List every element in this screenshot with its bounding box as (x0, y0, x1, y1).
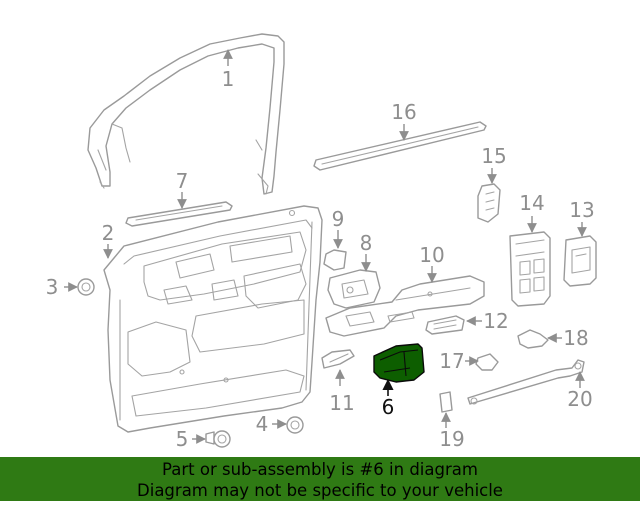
part-19-clip (439, 391, 453, 413)
footer-banner: Part or sub-assembly is #6 in diagram Di… (0, 457, 640, 501)
parts-diagram: 1 2 3 4 5 6 7 8 9 10 11 12 13 14 15 16 1… (46, 33, 597, 451)
callout-2: 2 (102, 221, 115, 245)
part-3-fastener (77, 278, 95, 296)
callout-17: 17 (439, 349, 464, 373)
callout-20: 20 (567, 387, 592, 411)
callout-15: 15 (481, 144, 506, 168)
callout-11: 11 (329, 391, 354, 415)
callout-6-highlighted: 6 (382, 395, 395, 419)
callout-7: 7 (176, 169, 189, 193)
part-5-screw (205, 430, 231, 448)
part-4-fastener (286, 416, 304, 434)
part-11-bezel (321, 349, 355, 369)
part-7-belt-molding (125, 201, 233, 227)
callout-10: 10 (419, 243, 444, 267)
part-9-cap (323, 249, 347, 271)
callout-18: 18 (563, 326, 588, 350)
part-17-clip (475, 353, 499, 371)
footer-line-2: Diagram may not be specific to your vehi… (137, 481, 503, 500)
footer-line-1: Part or sub-assembly is #6 in diagram (162, 460, 478, 479)
part-20-control-rod (467, 359, 585, 405)
callout-5: 5 (176, 427, 189, 451)
part-1-door-frame-seal (87, 33, 285, 195)
part-16-window-sweep (313, 121, 487, 171)
leader-lines (64, 49, 587, 444)
callout-1: 1 (222, 67, 235, 91)
part-10-armrest (325, 275, 485, 337)
part-13-switch (563, 235, 597, 287)
callout-12: 12 (483, 309, 508, 333)
part-8-inside-handle (327, 269, 381, 309)
callout-3: 3 (46, 275, 59, 299)
part-15-clip (477, 183, 501, 223)
callout-19: 19 (439, 427, 464, 451)
part-6-highlighted (373, 343, 425, 383)
callout-9: 9 (332, 207, 345, 231)
callout-4: 4 (256, 412, 269, 436)
part-2-door-trim-panel (103, 205, 323, 433)
part-14-window-switch (509, 231, 551, 307)
part-18-clip (517, 329, 549, 349)
callout-8: 8 (360, 231, 373, 255)
callout-16: 16 (391, 100, 416, 124)
callout-13: 13 (569, 198, 594, 222)
callout-14: 14 (519, 191, 544, 215)
callouts: 1 2 3 4 5 6 7 8 9 10 11 12 13 14 15 16 1… (46, 67, 595, 451)
part-12-bezel (425, 315, 465, 335)
